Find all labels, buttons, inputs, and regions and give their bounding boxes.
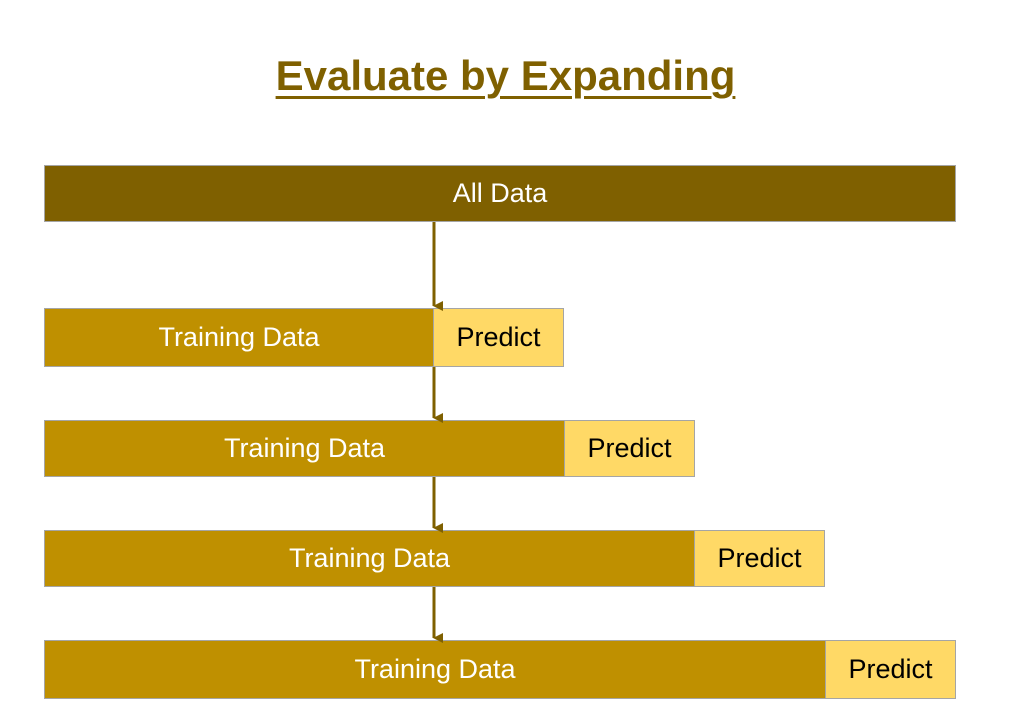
fold-1-predict-bar: Predict (433, 308, 564, 367)
fold-3-training-label: Training Data (288, 543, 451, 573)
all-data-bar: All Data (44, 165, 956, 222)
fold-4-predict-bar: Predict (825, 640, 956, 699)
all-data-label: All Data (452, 178, 548, 208)
fold-3-predict-label: Predict (717, 543, 802, 573)
diagram-title: Evaluate by Expanding (275, 52, 736, 99)
fold-2-predict-bar: Predict (564, 420, 695, 477)
fold-1-training-label: Training Data (158, 322, 320, 352)
fold-4-training-label: Training Data (354, 654, 516, 684)
fold-3-training-bar: Training Data (44, 530, 695, 587)
fold-3-predict-bar: Predict (694, 530, 825, 587)
fold-4-training-bar: Training Data (44, 640, 826, 699)
fold-2-training-bar: Training Data (44, 420, 565, 477)
fold-1-predict-label: Predict (456, 322, 541, 352)
fold-1-training-bar: Training Data (44, 308, 434, 367)
fold-2-training-label: Training Data (223, 433, 386, 463)
fold-4-predict-label: Predict (848, 654, 933, 684)
fold-2-predict-label: Predict (587, 433, 672, 463)
